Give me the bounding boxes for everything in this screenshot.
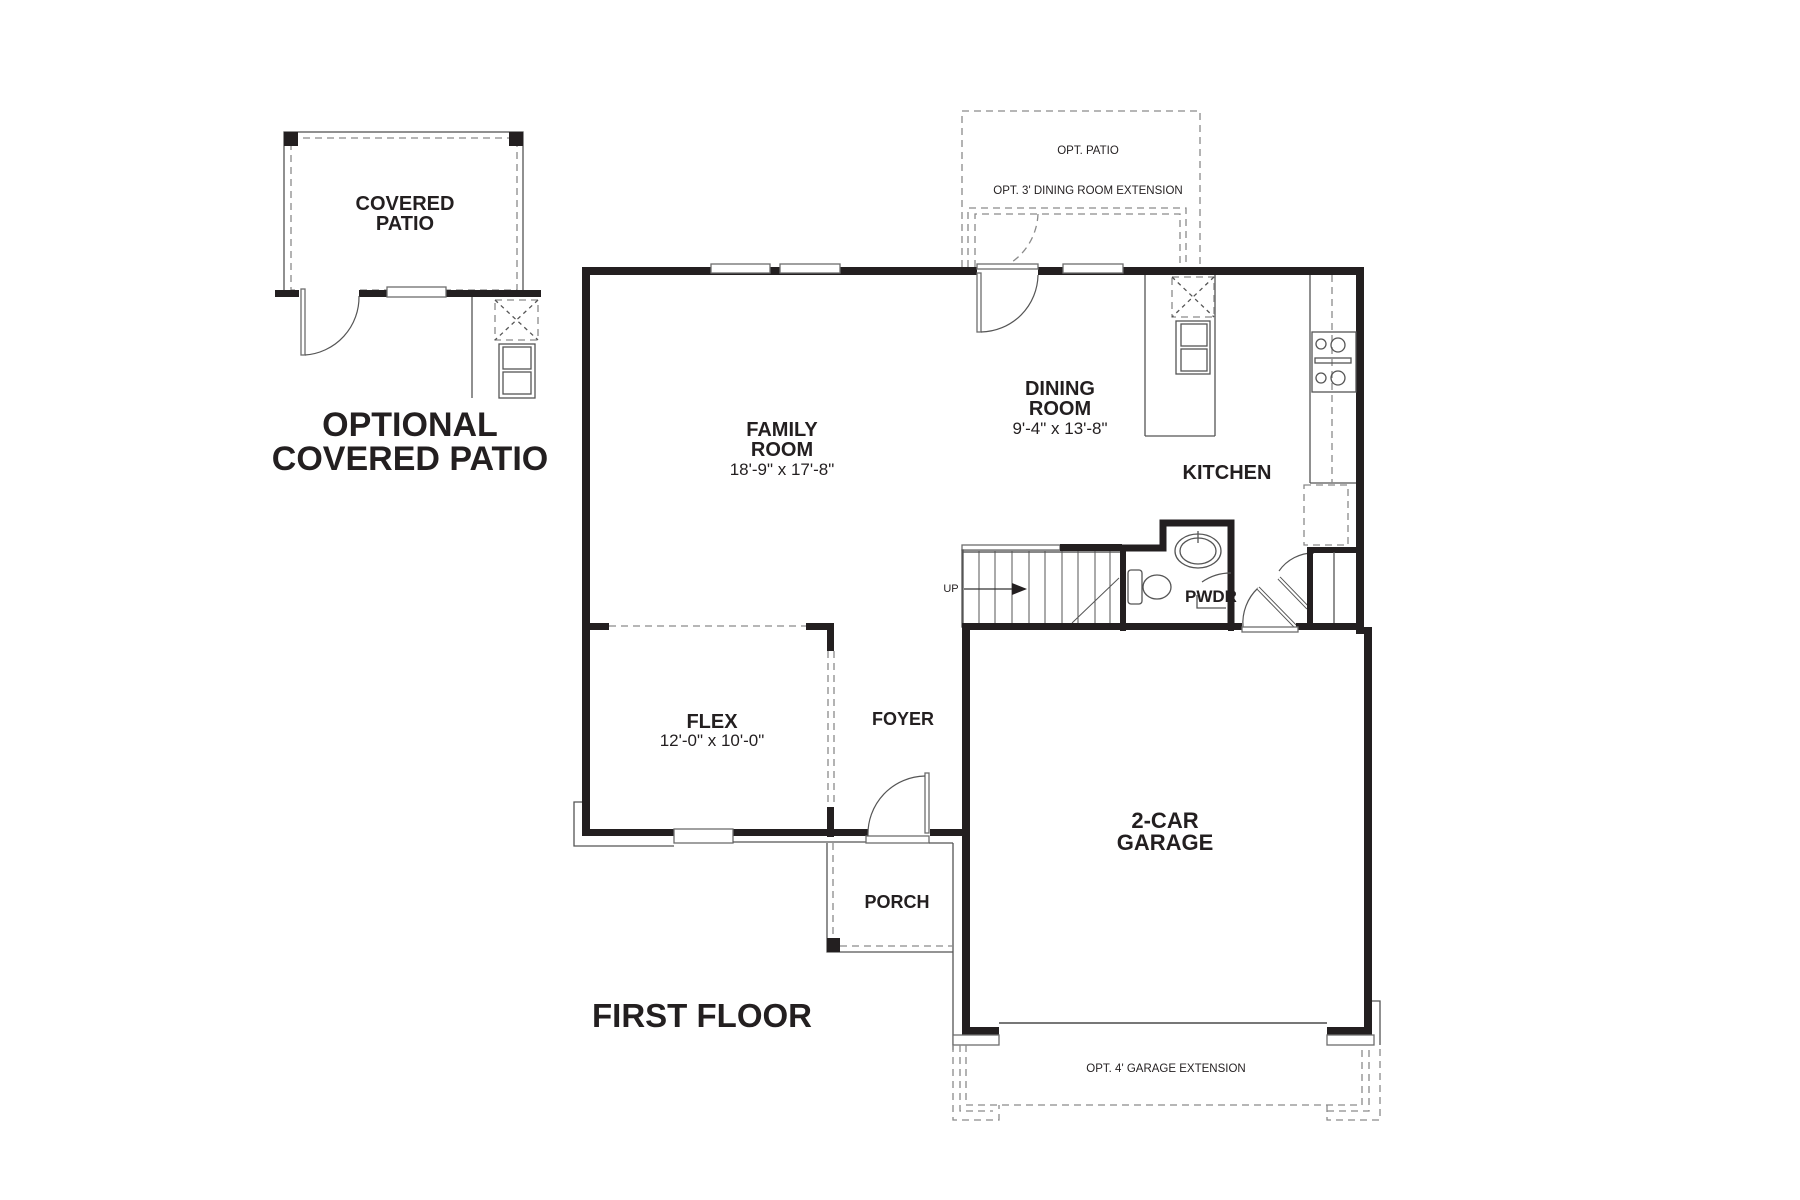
optional-title-line1: OPTIONAL — [322, 406, 498, 444]
optional-title-line2: COVERED PATIO — [271, 440, 549, 478]
refrigerator-space — [1303, 484, 1349, 546]
hall-doors — [1242, 547, 1358, 629]
kitchen-counter — [1303, 275, 1357, 546]
porch — [826, 842, 954, 1050]
stairs — [961, 544, 1126, 631]
cooktop-icon — [1311, 331, 1357, 393]
family-room-label: FAMILY ROOM 18'-9" x 17'-8" — [729, 419, 835, 479]
optional-garage-extension — [952, 1045, 1381, 1121]
porch-label: PORCH — [864, 892, 930, 912]
stairs-up-label: UP — [943, 583, 959, 595]
foyer-label: FOYER — [871, 709, 935, 729]
exterior-walls — [582, 267, 1364, 832]
optional-patio-extension — [961, 110, 1201, 267]
toilet-icon — [1127, 569, 1172, 605]
dining-room-dimensions: 9'-4" x 13'-8" — [1012, 418, 1108, 438]
arrow-head-icon — [1012, 583, 1027, 595]
flex-name: FLEX — [686, 711, 738, 733]
covered-patio-label-line2: PATIO — [375, 213, 435, 236]
kitchen-label: KITCHEN — [1182, 462, 1272, 484]
column-icon — [284, 132, 298, 146]
optional-covered-patio-inset — [275, 131, 541, 399]
floor-title: FIRST FLOOR — [592, 997, 812, 1034]
column-icon — [509, 132, 523, 146]
garage-name-line1: 2-CAR — [1131, 808, 1199, 833]
opt-dining-extension-label: OPT. 3' DINING ROOM EXTENSION — [993, 185, 1183, 197]
opt-garage-extension-label: OPT. 4' GARAGE EXTENSION — [1086, 1063, 1246, 1075]
pwdr-label: PWDR — [1185, 587, 1237, 606]
opt-patio-label: OPT. PATIO — [1057, 145, 1119, 157]
covered-patio-label-line1: COVERED — [355, 193, 455, 215]
optional-covered-patio-title: OPTIONAL COVERED PATIO — [272, 408, 548, 476]
family-room-name-line1: FAMILY — [746, 419, 818, 441]
sink-icon — [1174, 531, 1222, 569]
garage-name-line2: GARAGE — [1116, 830, 1214, 856]
dining-room-name-line1: DINING — [1024, 378, 1095, 400]
family-room-windows — [710, 263, 841, 274]
front-door — [865, 772, 930, 844]
family-room-dimensions: 18'-9" x 17'-8" — [729, 459, 835, 479]
dining-room-name-line2: ROOM — [1028, 398, 1092, 421]
kitchen-island — [1144, 275, 1216, 437]
flex-walls — [573, 623, 968, 847]
dining-window — [1062, 263, 1124, 274]
flex-dimensions: 12'-0" x 10'-0" — [659, 731, 765, 751]
family-room-name-line2: ROOM — [750, 439, 814, 462]
garage-label: 2-CAR GARAGE — [1116, 808, 1214, 856]
covered-patio-label: COVERED PATIO — [356, 194, 455, 235]
column-icon — [827, 938, 840, 952]
powder-room — [1122, 519, 1235, 631]
flex-label: FLEX 12'-0" x 10'-0" — [660, 712, 765, 750]
dining-door — [976, 263, 1039, 333]
dining-room-label: DINING ROOM 9'-4" x 13'-8" — [1012, 378, 1108, 438]
garage — [952, 627, 1381, 1046]
